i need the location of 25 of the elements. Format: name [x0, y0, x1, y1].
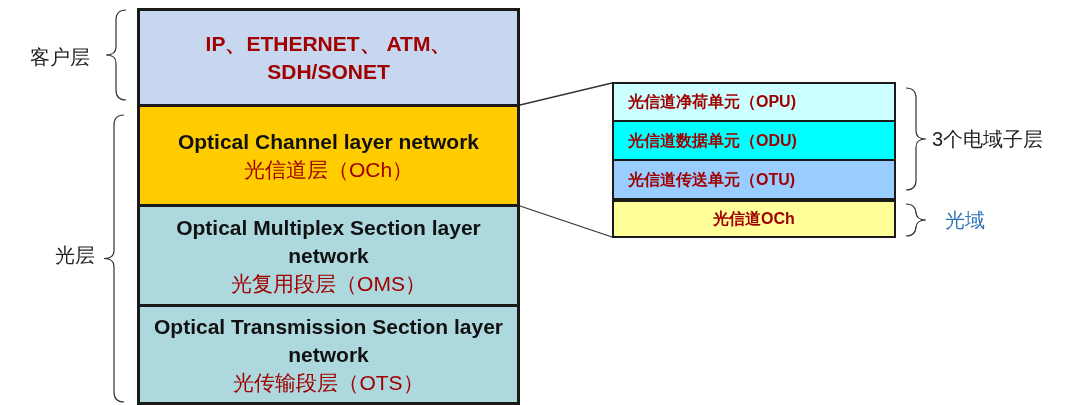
- layer-title: Optical Multiplex Section layer network: [175, 214, 482, 269]
- layer-box: [137, 204, 520, 307]
- layer-box: [612, 200, 896, 238]
- layer-subtitle: 光复用段层（OMS）: [231, 270, 426, 297]
- layer-box: [137, 8, 520, 107]
- connector-line: [519, 82, 613, 106]
- unit-name: 光信道OCh: [713, 209, 795, 229]
- layer-box: [137, 104, 520, 207]
- layer-group-label: 客户层: [30, 45, 90, 70]
- layer-box: [612, 120, 896, 161]
- layer-subtitle: 光信道层（OCh）: [243, 156, 414, 183]
- layer-box: [137, 304, 520, 405]
- layer-box: [612, 82, 896, 122]
- layer-title: IP、ETHERNET、 ATM、SDH/SONET: [204, 30, 453, 85]
- unit-name: 光信道净荷单元（OPU): [628, 92, 796, 112]
- layer-title: Optical Transmission Section layer network: [153, 313, 504, 368]
- connector-line: [519, 205, 613, 238]
- unit-name: 光信道传送单元（OTU): [628, 169, 796, 190]
- layer-group-label: 光域: [945, 208, 985, 233]
- unit-name: 光信道数据单元（ODU): [628, 130, 797, 151]
- layer-group-label: 光层: [55, 243, 95, 268]
- layer-subtitle: 光传输段层（OTS）: [233, 369, 424, 396]
- layer-box: [612, 159, 896, 200]
- layer-title: Optical Channel layer network: [177, 128, 480, 155]
- layer-group-label: 3个电域子层: [932, 127, 1044, 152]
